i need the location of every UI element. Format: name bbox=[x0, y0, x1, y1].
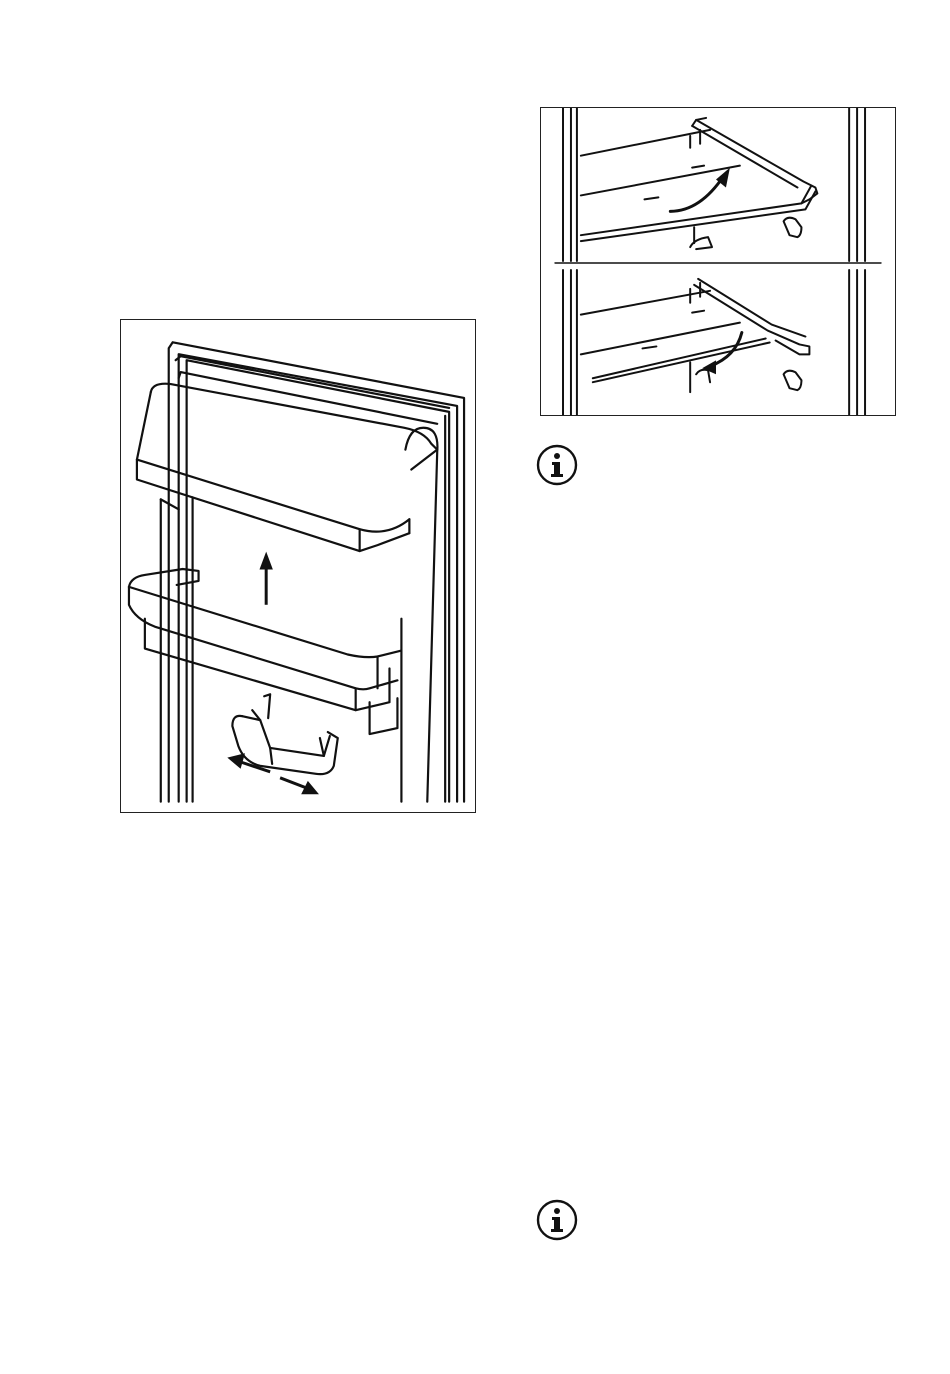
glass-shelf-illustration bbox=[540, 107, 896, 416]
glass-shelf-drawing bbox=[541, 108, 895, 415]
info-icon bbox=[536, 444, 578, 486]
door-shelves-illustration bbox=[120, 319, 476, 813]
up-arrow bbox=[260, 553, 272, 605]
curved-arrow-icons bbox=[702, 168, 730, 375]
info-icon bbox=[536, 1199, 578, 1241]
door-shelves-drawing bbox=[121, 320, 475, 812]
left-right-arrow bbox=[228, 754, 317, 794]
